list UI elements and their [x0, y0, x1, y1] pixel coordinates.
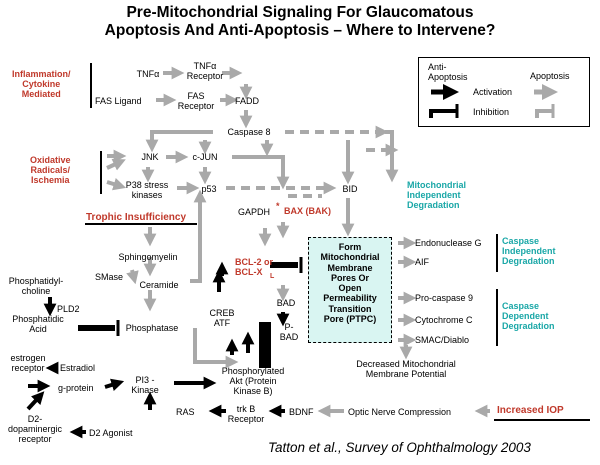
arrow-caspase8-mito — [385, 130, 399, 183]
node-bcl2: BCL-2 or BCL-X — [235, 257, 273, 277]
arrow-d2-gprotein — [26, 391, 45, 411]
arrow-smase-ceramide — [126, 269, 139, 285]
node-p53: p53 — [201, 184, 217, 194]
legend-anti-apoptosis: Anti- Apoptosis — [428, 62, 468, 82]
node-fas-receptor: FAS Receptor — [177, 91, 215, 111]
legend-activation: Activation — [473, 87, 513, 97]
node-estradiol: Estradiol — [60, 363, 96, 373]
category-increased-iop: Increased IOP — [497, 405, 564, 416]
node-aif: AIF — [415, 257, 430, 267]
title-line-1: Pre-Mitochondrial Signaling For Glaucoma… — [126, 4, 474, 21]
arrow-ox-p38 — [106, 178, 127, 191]
arrow-creb-bcl2-up — [215, 261, 229, 276]
node-bad: BAD — [276, 298, 296, 308]
legend-apoptosis: Apoptosis — [530, 71, 570, 81]
node-bax: BAX (BAK) — [284, 206, 331, 216]
node-p38: P38 stress kinases — [125, 180, 169, 200]
arrow-ceramide-p53 — [190, 189, 207, 283]
node-gapdh: GAPDH — [237, 207, 271, 217]
legend — [418, 57, 590, 127]
node-caspase-independent: Caspase Independent Degradation — [502, 236, 556, 266]
arrow-gprotein-pi3 — [104, 378, 125, 391]
legend-inhibition: Inhibition — [473, 107, 510, 117]
node-caspase8: Caspase 8 — [227, 127, 271, 137]
category-trophic: Trophic Insufficiency — [86, 212, 187, 223]
node-jnk: JNK — [141, 152, 159, 162]
node-fadd: FADD — [234, 96, 260, 106]
title-line-2: Apoptosis And Anti-Apoptosis – Where to … — [104, 22, 496, 39]
node-g-protein: g-protein — [58, 383, 94, 393]
node-caspase-dependent: Caspase Dependent Degradation — [502, 301, 555, 331]
arrow-caspase8-jnk — [145, 130, 213, 153]
citation: Tatton et al., Survey of Ophthalmology 2… — [268, 440, 531, 455]
node-phosphatidic-acid: Phosphatidic Acid — [12, 314, 64, 334]
node-phosphatidylcholine: Phosphatidyl- choline — [8, 276, 64, 296]
node-optic-nerve-compression: Optic Nerve Compression — [348, 407, 452, 417]
node-bdnf: BDNF — [289, 407, 314, 417]
node-estrogen-receptor: estrogen receptor — [10, 353, 46, 373]
arrow-ox-jnk-2 — [106, 158, 126, 171]
node-smac: SMAC/Diablo — [415, 335, 470, 345]
node-tnfa: TNFα — [136, 69, 160, 79]
node-procaspase9: Pro-caspase 9 — [415, 293, 474, 303]
node-bcl2-subscript: L — [270, 273, 275, 280]
category-oxidative: Oxidative Radicals/ Ischemia — [30, 155, 71, 185]
arrow-phosphatase-akt — [193, 328, 239, 369]
node-phosphorylated-akt: Phosphorylated Akt (Protein Kinase B) — [221, 366, 285, 396]
ptpc-label: Form Mitochondrial Membrane Pores Or Ope… — [320, 242, 380, 325]
node-decreased-potential: Decreased Mitochondrial Membrane Potenti… — [356, 359, 456, 379]
node-cytochrome-c: Cytochrome C — [415, 315, 473, 325]
node-tnfa-receptor: TNFα Receptor — [186, 61, 224, 81]
node-d2-agonist: D2 Agonist — [89, 428, 133, 438]
category-inflammation: Inflammation/ Cytokine Mediated — [12, 69, 71, 99]
node-bid: BID — [342, 184, 358, 194]
legend-icons — [429, 83, 558, 118]
node-d2-receptor: D2- dopaminergic receptor — [7, 414, 63, 444]
node-ras: RAS — [176, 407, 195, 417]
node-sphingomyelin: Sphingomyelin — [118, 252, 178, 262]
node-endonuclease-g: Endonuclease G — [415, 238, 482, 248]
node-trkb-receptor: trk B Receptor — [227, 404, 265, 424]
node-ceramide: Ceramide — [139, 280, 179, 290]
node-smase: SMase — [95, 272, 124, 282]
node-cjun: c-JUN — [192, 152, 218, 162]
node-pi3-kinase: PI3 - Kinase — [131, 375, 159, 395]
arrow-cjun-bax — [232, 155, 290, 190]
node-fas-ligand: FAS Ligand — [95, 96, 142, 106]
node-phosphatase: Phosphatase — [125, 323, 179, 333]
node-creb-atf: CREB ATF — [209, 308, 235, 328]
node-mito-independent: Mitochondrial Independent Degradation — [407, 180, 466, 210]
node-ptpc: Form Mitochondrial Membrane Pores Or Ope… — [308, 237, 392, 343]
node-p-bad: P- BAD — [279, 322, 299, 342]
node-asterisk: * — [276, 201, 280, 211]
node-pld2: PLD2 — [57, 304, 80, 314]
